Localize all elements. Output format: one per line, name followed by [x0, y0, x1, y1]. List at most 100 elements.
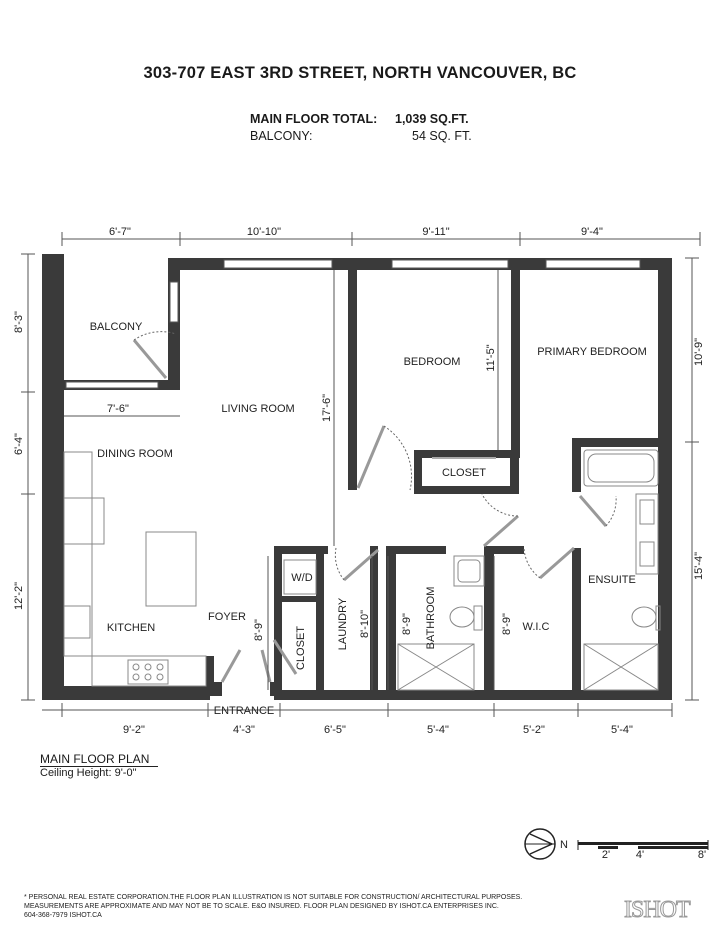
bath-toilet: [449, 606, 475, 628]
room-label-laundry: LAUNDRY: [337, 597, 349, 650]
closet-west-wall: [414, 450, 422, 492]
room-label-foyer-closet: CLOSET: [295, 626, 307, 670]
closet-north-wall: [414, 450, 520, 458]
room-label-balcony: BALCONY: [90, 321, 143, 333]
interior-walls: [274, 266, 672, 698]
dim-right-2: 15'-4": [693, 552, 705, 580]
dim-living-depth: 17'-6": [321, 394, 333, 422]
dim-bottom-1: 9'-2": [123, 724, 145, 736]
dim-bathroom: 8'-9": [401, 613, 413, 635]
dim-top-4: 9'-4": [581, 226, 603, 238]
plan-title-underline: [40, 766, 158, 767]
kitchen-entry-jamb: [206, 656, 214, 696]
bath-sink: [453, 555, 485, 587]
room-label-living: LIVING ROOM: [221, 403, 294, 415]
wic-north-wall: [484, 546, 524, 554]
washer-dryer: [283, 559, 317, 595]
laundry-north-wall: [274, 546, 328, 554]
dim-right-1: 10'-9": [693, 338, 705, 366]
kitchen-counter-south: [91, 655, 207, 687]
dim-bedroom-depth: 11'-5": [485, 344, 497, 371]
bath-shower: [397, 643, 475, 691]
property-address-title: 303-707 EAST 3RD STREET, NORTH VANCOUVER…: [143, 64, 577, 82]
ceiling-height: Ceiling Height: 9'-0": [40, 767, 137, 779]
room-label-bedroom: BEDROOM: [404, 356, 461, 368]
room-label-entrance: ENTRANCE: [214, 705, 275, 717]
dim-bottom-2: 4'-3": [233, 724, 255, 736]
primary-window: [545, 259, 641, 269]
bath-fixtures: [283, 449, 661, 691]
dim-left-2: 6'-4": [13, 433, 25, 455]
living-window: [223, 259, 333, 269]
ensuite-west-wall-lower: [572, 548, 581, 698]
exterior-dim-lines: [21, 232, 701, 717]
dim-bottom-5: 5'-2": [523, 724, 545, 736]
room-label-ensuite: ENSUITE: [588, 574, 636, 586]
dim-bottom-4: 5'-4": [427, 724, 449, 736]
bathtub: [583, 449, 659, 487]
bedroom-window: [391, 259, 509, 269]
bath-west-wall: [386, 546, 396, 694]
dim-top-2: 10'-10": [247, 226, 281, 238]
doors: [132, 331, 617, 683]
ensuite-north-wall: [572, 438, 672, 447]
south-wall-rooms: [274, 690, 672, 700]
dim-left-3: 12'-2": [13, 582, 25, 610]
ensuite-toilet: [631, 606, 657, 628]
bedroom-east-wall: [511, 266, 520, 456]
scale-label-4: 4': [636, 849, 644, 861]
disclaimer-line-2: MEASUREMENTS ARE APPROXIMATE AND MAY NOT…: [24, 903, 499, 910]
bedroom-west-wall: [348, 266, 357, 490]
balcony-area-value: 54 SQ. FT.: [412, 129, 472, 143]
fridge: [63, 497, 105, 545]
ishot-logo: ISHOT: [624, 897, 692, 924]
dim-foyer-closet: 8'-9": [253, 619, 265, 641]
foyer-closet-west-wall: [274, 546, 282, 696]
room-label-dining: DINING ROOM: [97, 448, 173, 460]
compass-north-label: N: [560, 839, 568, 851]
balcony-west-wall: [42, 254, 56, 394]
bath-wic-wall: [484, 546, 494, 694]
kitchen-fixtures: [63, 451, 207, 687]
east-wall: [658, 258, 672, 700]
dim-laundry: 8'-10": [359, 610, 371, 638]
room-label-wic: W.I.C: [523, 621, 550, 633]
disclaimer-line-3: 604-368-7979 ISHOT.CA: [24, 912, 102, 919]
room-label-primary-bedroom: PRIMARY BEDROOM: [537, 346, 647, 358]
plan-title: MAIN FLOOR PLAN: [40, 752, 150, 766]
closet-laundry-wall: [316, 546, 324, 694]
entry-jamb-left: [214, 682, 222, 696]
kitchen-sink: [63, 605, 91, 639]
disclaimer-line-1: * PERSONAL REAL ESTATE CORPORATION.THE F…: [24, 894, 523, 901]
scale-label-8: 8': [698, 849, 706, 861]
ensuite-vanity: [635, 493, 659, 575]
dim-balcony-width: 7'-6": [107, 403, 129, 415]
stove: [127, 659, 169, 685]
balcony-area-label: BALCONY:: [250, 129, 313, 143]
dim-bottom-6: 5'-4": [611, 724, 633, 736]
kitchen-counter-west: [63, 451, 93, 657]
balcony-side-window: [169, 281, 179, 323]
room-label-bedroom-closet: CLOSET: [442, 467, 486, 479]
closet-east-wall: [510, 450, 519, 494]
bath-north-wall: [386, 546, 446, 554]
room-label-wd: W/D: [291, 572, 312, 584]
ensuite-shower: [583, 643, 659, 691]
ensuite-west-wall-upper: [572, 438, 581, 492]
dim-left-1: 8'-3": [13, 311, 25, 333]
dim-bottom-3: 6'-5": [324, 724, 346, 736]
scale-bar: [577, 840, 709, 850]
balcony-window: [65, 381, 159, 389]
room-label-foyer: FOYER: [208, 611, 246, 623]
dim-wic: 8'-9": [501, 613, 513, 635]
main-floor-total-value: 1,039 SQ.FT.: [395, 112, 469, 126]
main-floor-total-label: MAIN FLOOR TOTAL:: [250, 112, 378, 126]
disclaimer: * PERSONAL REAL ESTATE CORPORATION.THE F…: [24, 893, 584, 920]
room-label-bathroom: BATHROOM: [425, 587, 437, 650]
closet-south-wall: [414, 486, 518, 494]
windows: [65, 259, 641, 389]
dim-top-3: 9'-11": [422, 226, 449, 238]
balcony-east-wall: [168, 258, 180, 388]
wd-south-wall: [282, 596, 318, 602]
